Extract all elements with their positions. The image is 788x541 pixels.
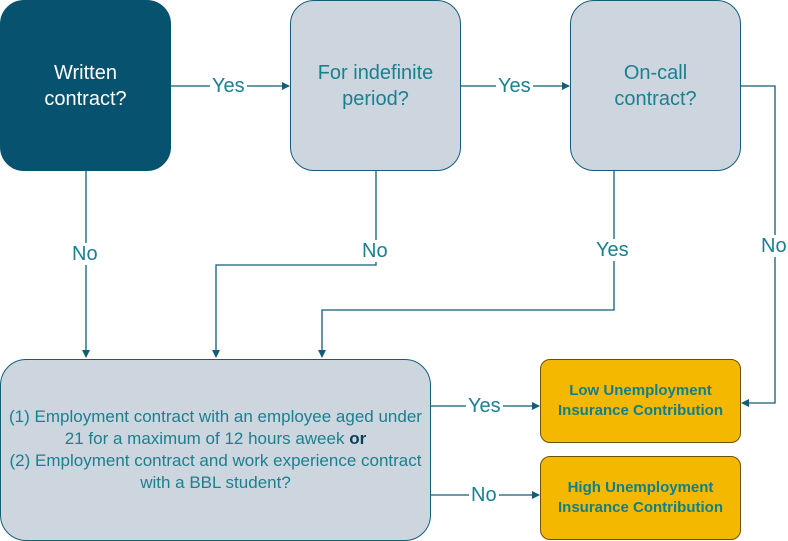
- connector-indefinite-no: [212, 171, 377, 358]
- high-contribution-label: High Unemployment Insurance Contribution: [558, 479, 723, 516]
- condition-node: (1) Employment contract with an employee…: [0, 359, 431, 541]
- condition-line-2: (2) Employment contract and work experie…: [9, 451, 422, 492]
- high-contribution-node: High Unemployment Insurance Contribution: [540, 456, 741, 540]
- edge-label-written-no: No: [70, 243, 100, 265]
- on-call-label: On-call contract?: [614, 61, 697, 110]
- edge-label-condition-yes: Yes: [466, 395, 503, 417]
- edge-label-condition-no: No: [469, 484, 499, 506]
- condition-or: or: [349, 429, 367, 448]
- indefinite-period-node: For indefinite period?: [290, 0, 461, 171]
- connector-oncall-yes: [318, 171, 615, 358]
- on-call-node: On-call contract?: [570, 0, 741, 171]
- written-contract-label: Written contract?: [44, 61, 127, 110]
- condition-text: (1) Employment contract with an employee…: [6, 406, 426, 494]
- low-contribution-label: Low Unemployment Insurance Contribution: [558, 382, 723, 419]
- condition-line-1: (1) Employment contract with an employee…: [9, 407, 422, 448]
- low-contribution-node: Low Unemployment Insurance Contribution: [540, 359, 741, 443]
- written-contract-node: Written contract?: [0, 0, 171, 171]
- indefinite-period-label: For indefinite period?: [317, 61, 434, 110]
- edge-label-oncall-yes: Yes: [594, 239, 631, 261]
- edge-label-oncall-no: No: [759, 235, 788, 257]
- edge-label-written-yes: Yes: [210, 75, 247, 97]
- edge-label-indefinite-no: No: [360, 240, 390, 262]
- edge-label-indefinite-yes: Yes: [496, 75, 533, 97]
